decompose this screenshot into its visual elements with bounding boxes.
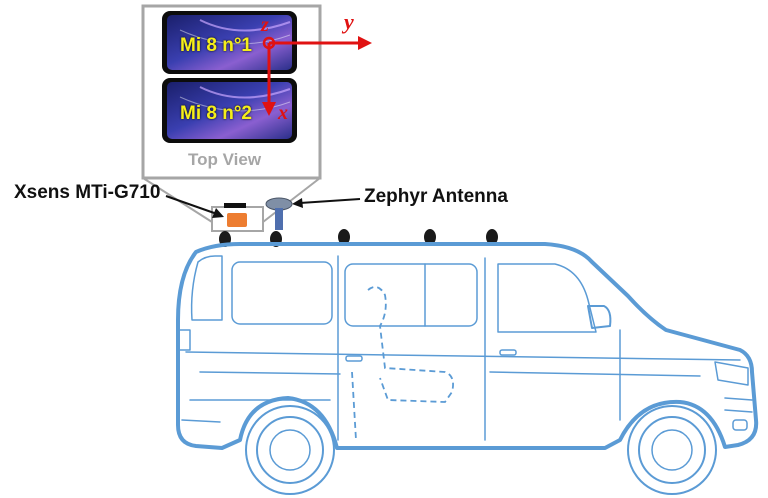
imu-sensor bbox=[227, 213, 247, 227]
axis-y-label: y bbox=[344, 9, 354, 34]
axis-z-label: z bbox=[261, 14, 269, 36]
imu-callout-label: Xsens MTi-G710 bbox=[14, 182, 161, 203]
phone-2 bbox=[162, 78, 297, 143]
imu-cap bbox=[224, 203, 246, 208]
roof-rack-feet bbox=[219, 229, 498, 247]
phone-2-label: Mi 8 n°2 bbox=[180, 103, 253, 124]
imu-callout-arrow bbox=[165, 195, 224, 218]
antenna-callout-label: Zephyr Antenna bbox=[364, 186, 508, 207]
van bbox=[176, 242, 759, 495]
driver-seat-outline bbox=[351, 286, 454, 441]
antenna-callout-arrow bbox=[292, 198, 361, 208]
zoom-line-right bbox=[262, 177, 321, 223]
axis-x-label: x bbox=[278, 102, 288, 124]
phone-1 bbox=[162, 11, 297, 74]
axis-arrows bbox=[262, 36, 372, 116]
zephyr-antenna bbox=[265, 197, 293, 230]
phone-1-label: Mi 8 n°1 bbox=[180, 35, 253, 56]
top-view-label: Top View bbox=[188, 150, 262, 169]
